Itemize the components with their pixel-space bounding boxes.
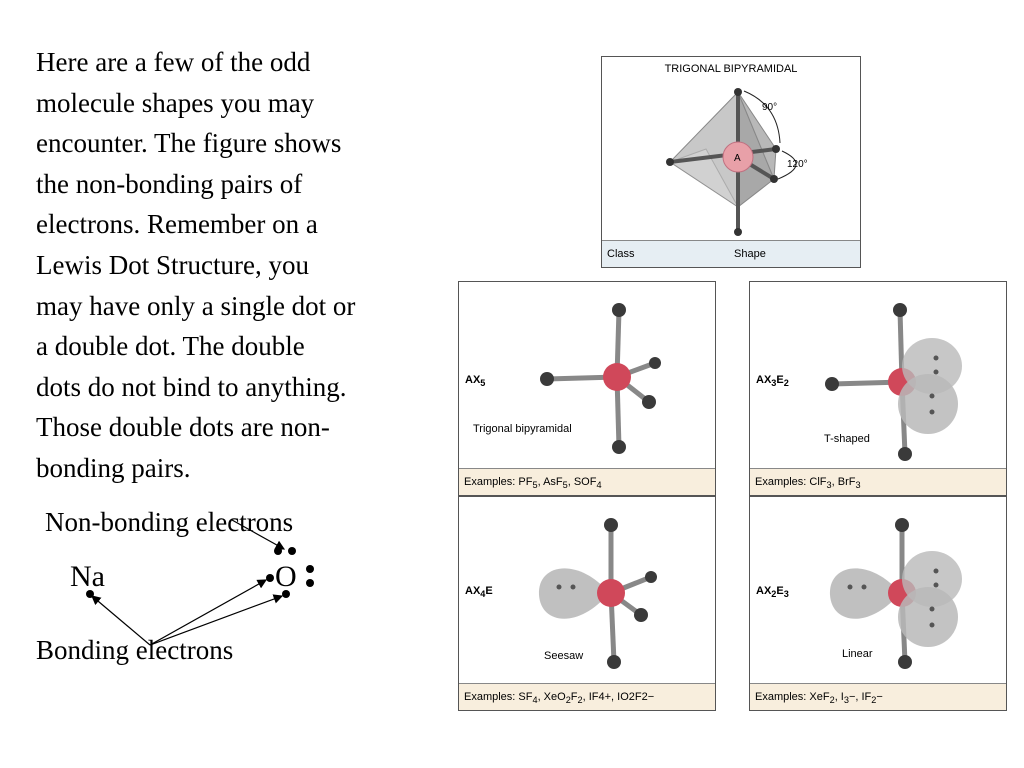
bonding-arrow-o-bottom xyxy=(149,594,284,646)
angle-120-label: 120° xyxy=(787,159,808,170)
class-formula: AX3E2 xyxy=(756,374,789,389)
ax2e3-model xyxy=(829,518,962,669)
oxygen-symbol: O xyxy=(275,560,297,593)
shape-name: Trigonal bipyramidal xyxy=(473,423,572,435)
examples-bar: Examples: XeF2, I3−, IF2− xyxy=(750,683,1006,710)
class-formula: AX4E xyxy=(465,585,493,600)
examples-bar: Examples: SF4, XeO2F2, IF4+, IO2F2− xyxy=(459,683,715,710)
o-dot-bottom xyxy=(282,590,290,598)
na-electron-dot xyxy=(86,590,94,598)
nonbonding-arrow xyxy=(231,519,286,550)
bonding-arrow-na xyxy=(91,595,151,646)
shape-name: Seesaw xyxy=(544,650,584,662)
class-formula: AX5 xyxy=(465,374,486,389)
angle-90-label: 90° xyxy=(762,102,777,113)
ax2e3-panel: AX2E3 Linear Examples: XeF2, I3−, IF2− xyxy=(749,496,1007,711)
shape-name: T-shaped xyxy=(824,433,870,445)
ax3e2-model xyxy=(825,303,962,461)
class-shape-bar: Class Shape xyxy=(602,240,860,267)
nonbonding-electrons-label: Non-bonding electrons xyxy=(45,507,294,537)
panel-title: TRIGONAL BIPYRAMIDAL xyxy=(664,63,798,75)
examples-bar: Examples: ClF3, BrF3 xyxy=(750,468,1006,495)
ax5-panel: AX5 Trigonal bipyramidal Examples: PF5, … xyxy=(458,281,716,496)
ax4e-model xyxy=(538,518,657,669)
class-formula: AX2E3 xyxy=(756,585,789,600)
trigonal-bipyramidal-panel: TRIGONAL BIPYRAMIDAL A 90° 120° Class Sh… xyxy=(601,56,861,268)
sodium-symbol: Na xyxy=(70,560,105,593)
bonding-arrow-o-left xyxy=(149,579,268,646)
ax4e-panel: AX4E Seesaw Examples: SF4, XeO2F2, IF4+,… xyxy=(458,496,716,711)
o-dot-top-right xyxy=(288,547,296,555)
ax3e2-panel: AX3E2 T-shaped Examples: ClF3, BrF3 xyxy=(749,281,1007,496)
shape-name: Linear xyxy=(842,648,873,660)
class-header: Class xyxy=(607,248,635,260)
shape-header: Shape xyxy=(734,248,766,260)
o-dot-top-left xyxy=(274,547,282,555)
bonding-electrons-label: Bonding electrons xyxy=(36,635,234,665)
center-atom-label: A xyxy=(734,153,741,164)
o-dot-left xyxy=(266,574,274,582)
ax5-model xyxy=(540,303,661,454)
bipyramid-illustration: A 90° 120° xyxy=(666,88,808,236)
o-dot-right-top xyxy=(306,565,314,573)
o-dot-right-bottom xyxy=(306,579,314,587)
explanation-paragraph: Here are a few of the odd molecule shape… xyxy=(36,47,356,483)
examples-bar: Examples: PF5, AsF5, SOF4 xyxy=(459,468,715,495)
